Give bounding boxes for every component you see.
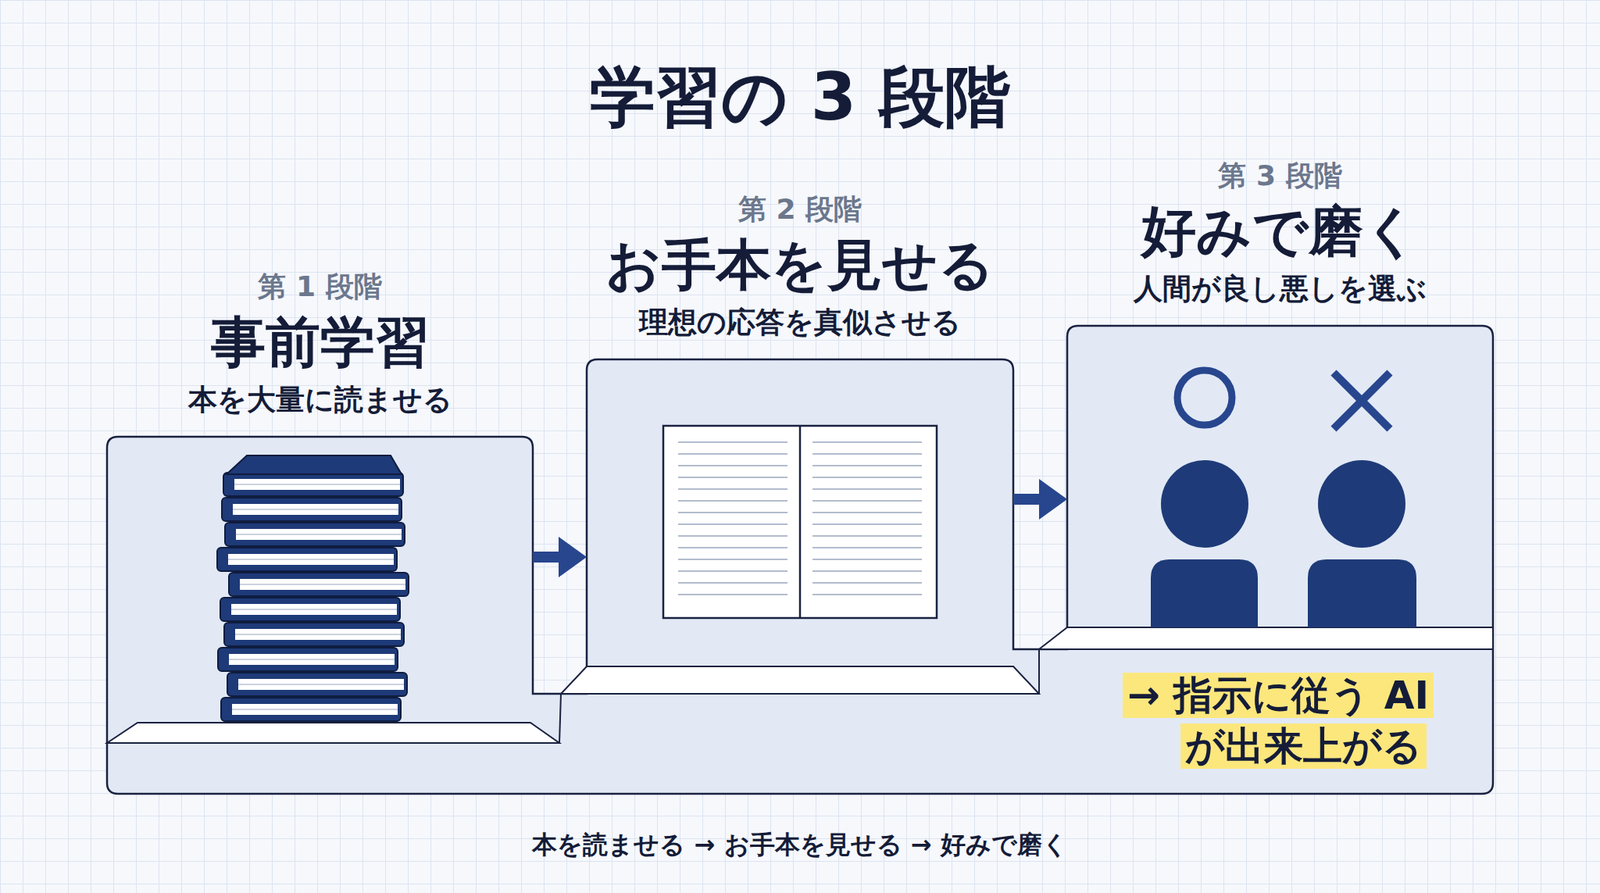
stage-number: 第 3 段階	[1020, 158, 1540, 193]
diagram-caption: 本を読ませる → お手本を見せる → 好みで磨く	[0, 829, 1600, 860]
arrow-shaft	[532, 551, 561, 563]
stage-description: 本を大量に読ませる	[60, 382, 580, 418]
open-book	[663, 425, 937, 618]
stage-number: 第 1 段階	[60, 269, 580, 304]
result-note: → 指示に従う AI が出来上がる	[1122, 670, 1498, 772]
stage-heading: 好みで磨く	[1020, 198, 1540, 265]
stage-box: 第 3 段階好みで磨く人間が良し悪しを選ぶ	[1067, 325, 1493, 650]
flow-arrow	[532, 536, 587, 578]
bad-mark	[1333, 372, 1390, 429]
stage-box: 第 1 段階事前学習本を大量に読ませる	[107, 436, 533, 743]
person-icons	[1150, 460, 1417, 628]
highlighted-text: → 指示に従う AI が出来上がる	[1122, 672, 1434, 769]
book-stack	[217, 455, 409, 722]
stage-number: 第 2 段階	[539, 192, 1061, 226]
stage-heading: 事前学習	[60, 309, 580, 375]
stage-heading: お手本を見せる	[539, 232, 1061, 298]
good-mark	[1177, 370, 1233, 425]
stage-description: 人間が良し悪しを選ぶ	[1020, 271, 1540, 307]
arrow-shaft	[1013, 493, 1041, 505]
flow-arrow	[1013, 478, 1068, 520]
stage-description: 理想の応答を真似させる	[539, 305, 1061, 340]
arrow-head	[558, 536, 587, 578]
stage-box: 第 2 段階お手本を見せる理想の応答を真似させる	[586, 359, 1014, 694]
diagram-title: 学習の 3 段階	[0, 57, 1600, 137]
arrow-head	[1039, 478, 1068, 520]
